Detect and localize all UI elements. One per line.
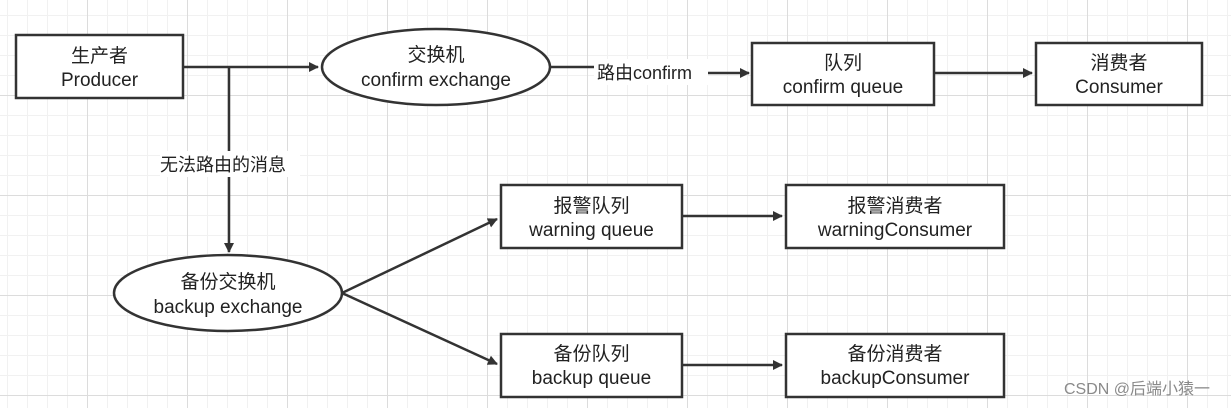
backup-exchange-title: 备份交换机 [180,271,275,293]
backup-consumer-subtitle: backupConsumer [821,368,971,389]
route-confirm-label-bg [594,59,708,85]
warning-consumer-node: 报警消费者 warningConsumer [784,183,1006,250]
warning-consumer-title: 报警消费者 [847,195,942,217]
confirm-queue-subtitle: confirm queue [783,77,903,98]
warning-queue-node: 报警队列 warning queue [499,183,684,250]
backup-queue-title: 备份队列 [553,343,629,365]
backup-queue-node: 备份队列 backup queue [499,332,684,399]
warning-queue-subtitle: warning queue [528,220,654,241]
confirm-exchange-subtitle: confirm exchange [361,70,511,91]
edge-backup-exchange-to-warning-queue [341,217,498,295]
watermark-text: CSDN @后端小猿一 [1064,380,1210,398]
producer-title: 生产者 [71,45,128,67]
producer-subtitle: Producer [61,70,139,91]
backup-consumer-title: 备份消费者 [847,343,942,365]
consumer-subtitle: Consumer [1075,77,1163,98]
consumer-title: 消费者 [1090,52,1147,74]
unroutable-label-bg [160,151,300,177]
edge-backup-exchange-to-backup-queue [341,291,498,366]
backup-consumer-node: 备份消费者 backupConsumer [784,332,1006,399]
warning-consumer-subtitle: warningConsumer [817,220,973,241]
warning-queue-title: 报警队列 [553,195,629,217]
confirm-exchange-title: 交换机 [407,44,464,66]
confirm-queue-title: 队列 [824,52,862,74]
unroutable-label: 无法路由的消息 [160,155,286,175]
producer-node: 生产者 Producer [14,33,185,100]
backup-queue-subtitle: backup queue [532,368,651,389]
route-confirm-label: 路由confirm [597,63,692,83]
backup-exchange-node: 备份交换机 backup exchange [112,253,344,333]
confirm-queue-node: 队列 confirm queue [750,41,936,107]
consumer-node: 消费者 Consumer [1034,41,1204,107]
confirm-exchange-node: 交换机 confirm exchange [320,27,552,107]
backup-exchange-subtitle: backup exchange [154,297,303,318]
